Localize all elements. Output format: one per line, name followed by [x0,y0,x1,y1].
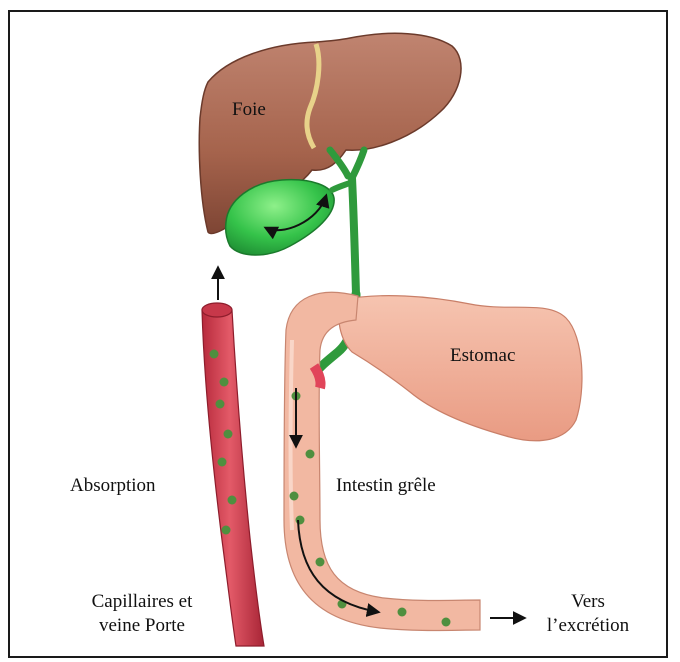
label-capillaries-line2: veine Porte [66,614,218,638]
label-excretion-line1: Vers [538,590,638,614]
stomach [339,296,582,441]
label-excretion-line2: l’excrétion [538,614,638,638]
label-small-intestine: Intestin grêle [336,474,436,498]
label-liver: Foie [232,98,266,122]
label-capillaries: Capillaires et veine Porte [66,590,218,638]
label-absorption: Absorption [70,474,156,498]
label-capillaries-line1: Capillaires et [66,590,218,614]
label-stomach: Estomac [450,344,515,368]
label-excretion: Vers l’excrétion [538,590,638,638]
